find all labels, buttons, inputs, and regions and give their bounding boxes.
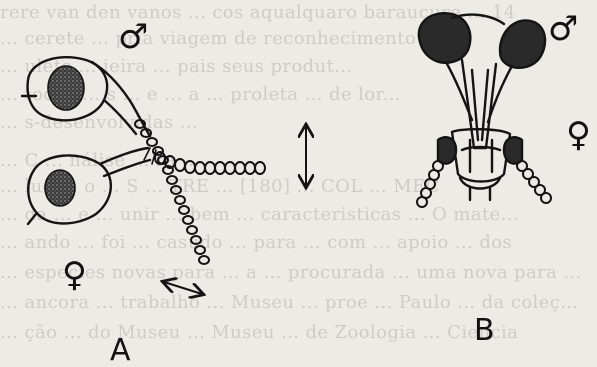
panel-b-female-symbol: ♀ (566, 118, 591, 152)
panel-a-female-symbol: ♀ (62, 258, 87, 292)
upper-eye (22, 57, 107, 120)
panel-a-label: A (110, 336, 131, 366)
diagonal-arrow (164, 282, 202, 294)
right-eye-b (500, 20, 545, 67)
antenna-right-b (517, 161, 551, 203)
panel-b-male-symbol: ♂ (548, 12, 578, 46)
antenna-upper (135, 120, 209, 264)
antenna-left-b (417, 161, 443, 207)
panel-a-male-symbol: ♂ (118, 20, 148, 54)
antenna-lower (155, 152, 265, 174)
left-eye-b (419, 13, 470, 63)
lower-eye (28, 155, 111, 224)
panel-b-label: B (474, 316, 495, 346)
panel-b-drawing (417, 13, 551, 207)
